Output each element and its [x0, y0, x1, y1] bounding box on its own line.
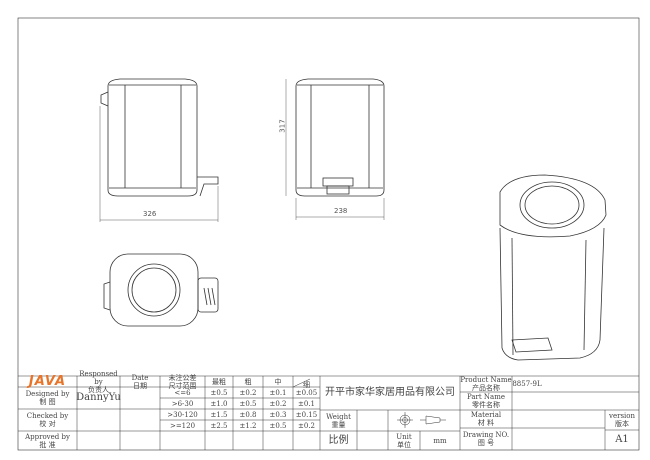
label-en: version — [609, 412, 635, 420]
label-en: Designed by — [25, 390, 70, 398]
label-en: Date — [131, 373, 149, 382]
label-cn: 重量 — [331, 420, 346, 429]
label-cn: 负责人 — [88, 385, 109, 394]
tolerance-value: ±0.2 — [298, 421, 315, 430]
dimension-height: 317 — [278, 119, 287, 133]
label-en: Checked by — [26, 412, 69, 420]
company-name: 开平市家华家居用品有限公司 — [325, 387, 455, 398]
label-cn: 制 图 — [39, 398, 56, 406]
tol-header: 粗 — [244, 377, 252, 386]
tolerance-range: >6-30 — [171, 399, 194, 408]
label-cn: 校 对 — [39, 420, 56, 428]
sheet-border — [17, 17, 640, 451]
label-en: Approved by — [25, 432, 70, 441]
drawing-no-label: Drawing NO.图 号 — [460, 428, 512, 450]
label-en: Part Name — [466, 393, 506, 401]
label-cn: 图 号 — [477, 439, 495, 447]
label-cn: 批 准 — [39, 440, 56, 449]
tolerance-value: ±0.8 — [239, 410, 257, 419]
label-en: Material — [470, 411, 502, 419]
tolerance-value: ±0.2 — [239, 388, 257, 397]
label-cn: 零件名称 — [472, 401, 500, 409]
version-value: A1 — [615, 434, 629, 445]
label-en: Product Name — [460, 376, 512, 384]
tolerance-value: ±0.1 — [298, 399, 315, 408]
side-view — [99, 78, 219, 222]
tolerance-value: ±1.5 — [210, 410, 228, 419]
designer-name: DannyYu — [76, 392, 121, 403]
tolerance-value: ±0.5 — [239, 399, 257, 408]
dimension-width-side: 326 — [143, 210, 157, 218]
tolerance-value: ±0.1 — [269, 388, 287, 397]
top-view — [103, 253, 219, 327]
front-view — [285, 78, 385, 220]
tolerance-label: 未注公差尺寸范围 — [160, 373, 205, 390]
label-cn: 日期 — [133, 381, 147, 390]
tol-header: 细 — [303, 380, 310, 389]
scale-label: 比例 — [328, 434, 349, 446]
tolerance-value: ±0.5 — [210, 388, 228, 397]
product-name-value: 8857-9L — [512, 380, 542, 388]
tol-header: 中 — [274, 377, 282, 386]
tol-header: 最粗 — [212, 377, 226, 386]
tolerance-range: >30-120 — [167, 410, 198, 419]
company-logo: JAVA — [28, 373, 67, 389]
label-en: Weight — [326, 412, 351, 421]
dimension-width-front: 238 — [334, 207, 348, 215]
label-cn: 材 料 — [477, 419, 495, 427]
tolerance-value: ±1.0 — [210, 399, 228, 408]
label-line2: 尺寸范围 — [168, 381, 197, 390]
tolerance-value: ±2.5 — [210, 421, 228, 430]
label-line1: 未注公差 — [168, 373, 197, 382]
label-en: Drawing NO. — [462, 431, 510, 439]
tolerance-value: ±0.3 — [269, 410, 287, 419]
label-cn: 版本 — [615, 420, 629, 428]
tolerance-value: ±0.15 — [295, 410, 318, 419]
tolerance-value: ±0.2 — [269, 399, 287, 408]
tolerance-range: <=6 — [174, 388, 191, 397]
label-en: Responsed by — [79, 369, 118, 386]
tolerance-value: ±1.2 — [239, 421, 257, 430]
tolerance-value: ±0.5 — [269, 421, 287, 430]
title-block-grid — [18, 375, 639, 450]
label-en: Unit — [396, 432, 412, 441]
isometric-view — [499, 174, 607, 361]
label-cn: 产品名称 — [472, 384, 500, 392]
label-cn: 单位 — [397, 440, 411, 449]
unit-value: mm — [433, 436, 447, 445]
tolerance-range: >=120 — [169, 421, 196, 430]
tolerance-value: ±0.05 — [295, 388, 318, 397]
